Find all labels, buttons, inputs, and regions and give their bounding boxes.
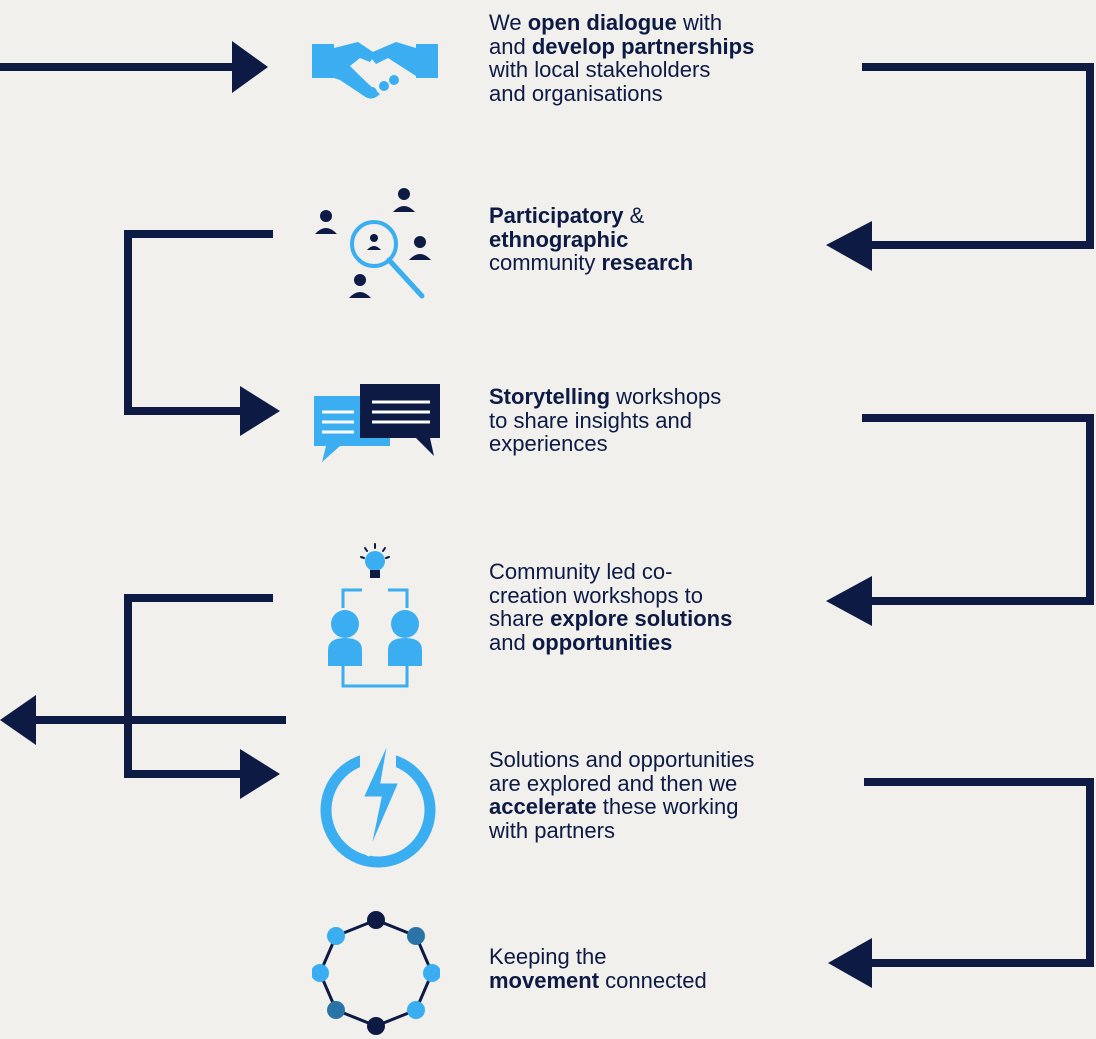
emphasis-text: open dialogue bbox=[527, 10, 677, 35]
emphasis-text: research bbox=[601, 250, 694, 275]
arrowhead-to-step-5 bbox=[240, 749, 280, 799]
arrowhead-to-step-6 bbox=[828, 938, 872, 988]
body-text: these working bbox=[596, 794, 739, 819]
arrowhead-to-step-4 bbox=[826, 576, 872, 626]
step-1-description: We open dialogue with and develop partner… bbox=[489, 11, 754, 105]
emphasis-text: accelerate bbox=[489, 794, 597, 819]
body-text: Solutions and opportunities bbox=[489, 747, 755, 772]
connector-2-3-line bbox=[124, 230, 273, 415]
body-text: workshops bbox=[610, 384, 722, 409]
entry-arrowhead bbox=[232, 41, 268, 93]
speech-bubbles-icon bbox=[314, 384, 440, 462]
emphasis-text: Participatory bbox=[489, 203, 624, 228]
emphasis-text: explore solutions bbox=[550, 606, 733, 631]
co-creation-icon bbox=[328, 543, 422, 688]
body-text: and bbox=[489, 629, 532, 655]
body-text: & bbox=[623, 203, 645, 228]
body-text: share bbox=[489, 606, 551, 631]
emphasis-text: develop partnerships bbox=[531, 33, 755, 59]
body-text: Keeping the bbox=[489, 944, 607, 969]
body-text: Community led co- bbox=[489, 559, 673, 584]
body-text: and organisations bbox=[489, 80, 663, 106]
emphasis-text: ethnographic bbox=[489, 226, 629, 252]
connector-1-2-line bbox=[862, 63, 1094, 249]
arrowhead-to-step-2 bbox=[826, 221, 872, 271]
body-text: community bbox=[489, 250, 602, 275]
body-text: connected bbox=[599, 967, 707, 993]
emphasis-text: Storytelling bbox=[489, 384, 611, 409]
body-text: with local stakeholders bbox=[489, 57, 711, 82]
connector-4-5-line bbox=[124, 594, 273, 778]
arrowhead-to-step-3 bbox=[240, 386, 280, 436]
power-lightning-icon bbox=[320, 735, 436, 868]
network-ring-icon bbox=[312, 911, 440, 1035]
emphasis-text: opportunities bbox=[531, 629, 673, 655]
body-text: are explored and then we bbox=[489, 770, 738, 796]
body-text: experiences bbox=[489, 431, 608, 456]
body-text: to share insights and bbox=[489, 407, 693, 433]
connector-5-6-line bbox=[864, 778, 1094, 967]
connector-3-4-line bbox=[862, 414, 1094, 605]
body-text: with partners bbox=[489, 817, 615, 843]
handshake-icon bbox=[312, 42, 438, 99]
body-text: and bbox=[489, 33, 532, 59]
body-text: with bbox=[676, 10, 723, 35]
body-text: We bbox=[489, 10, 528, 35]
people-search-icon bbox=[315, 188, 431, 299]
exit-arrow bbox=[0, 695, 286, 745]
body-text: creation workshops to bbox=[489, 582, 703, 608]
emphasis-text: movement bbox=[489, 967, 600, 993]
